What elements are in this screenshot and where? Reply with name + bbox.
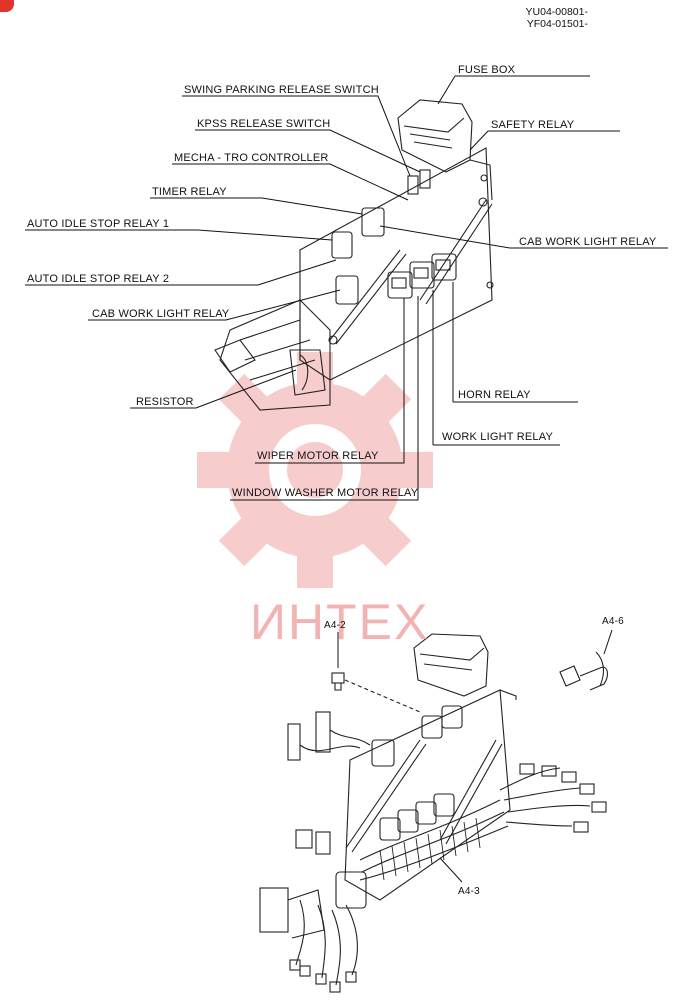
label-horn-relay: HORN RELAY (458, 389, 531, 401)
label-auto-idle-stop-relay-2: AUTO IDLE STOP RELAY 2 (27, 273, 170, 285)
watermark-gear-icon (197, 352, 433, 588)
label-wiper-motor-relay: WIPER MOTOR RELAY (257, 450, 379, 462)
label-cab-work-light-relay-right: CAB WORK LIGHT RELAY (519, 236, 657, 248)
upper-relay-panel (214, 99, 494, 411)
header-code-1: YU04-00801- (525, 6, 588, 18)
corner-page-marker (0, 0, 14, 12)
label-work-light-relay: WORK LIGHT RELAY (442, 431, 553, 443)
leader-lines-upper (25, 75, 668, 501)
label-part-a4-3: A4-3 (458, 886, 480, 897)
label-kpss-release-switch: KPSS RELEASE SWITCH (197, 118, 331, 130)
label-resistor: RESISTOR (136, 396, 194, 408)
label-mecha-tro-controller: MECHA - TRO CONTROLLER (174, 152, 329, 164)
leader-lines-lower (337, 629, 613, 883)
header-code-2: YF04-01501- (526, 18, 588, 30)
watermark-text: ИНТЕХ (250, 594, 430, 650)
label-part-a4-6: A4-6 (602, 616, 624, 627)
label-swing-parking-release-switch: SWING PARKING RELEASE SWITCH (184, 84, 379, 96)
label-timer-relay: TIMER RELAY (152, 186, 227, 198)
label-part-a4-2: A4-2 (324, 620, 346, 631)
label-safety-relay: SAFETY RELAY (491, 119, 575, 131)
label-fuse-box: FUSE BOX (458, 64, 516, 76)
label-cab-work-light-relay-left: CAB WORK LIGHT RELAY (92, 308, 230, 320)
label-auto-idle-stop-relay-1: AUTO IDLE STOP RELAY 1 (27, 218, 170, 230)
label-window-washer-motor-relay: WINDOW WASHER MOTOR RELAY (232, 487, 419, 499)
lower-exploded-assembly (259, 633, 609, 993)
